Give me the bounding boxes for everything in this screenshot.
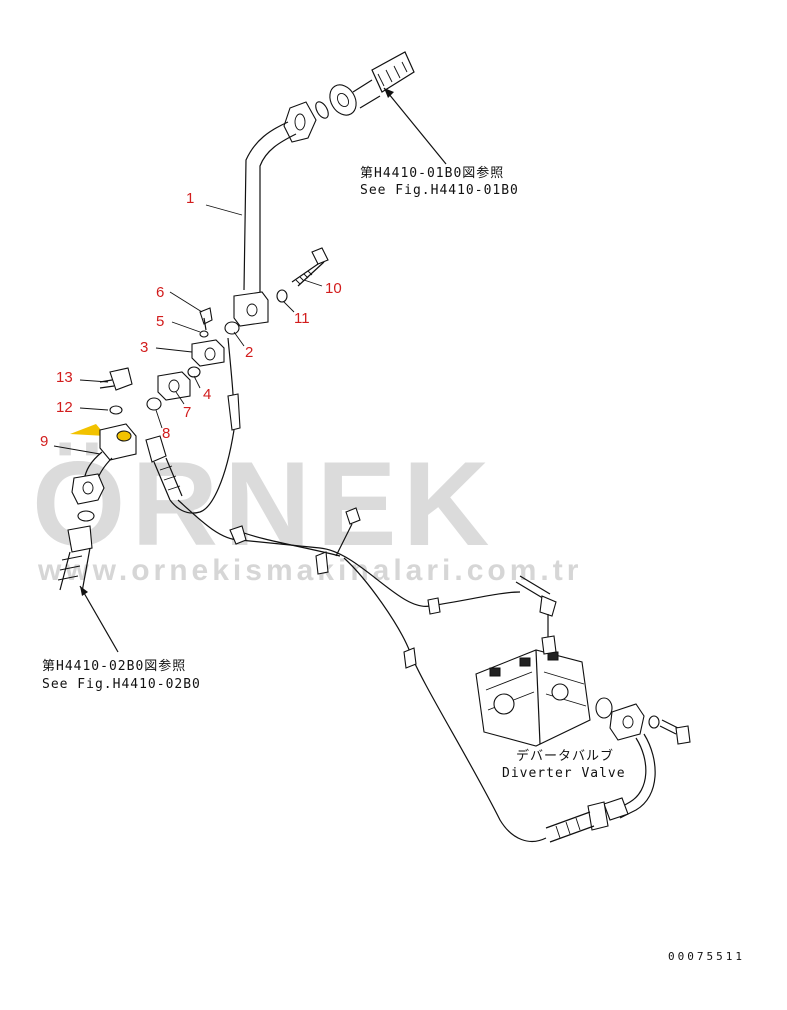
elbow-13 [99,367,133,391]
callout-12: 12 [56,399,73,416]
valve-tube [545,733,656,843]
ref-bottom-jp: 第H4410-02B0図参照 [42,658,186,674]
highlight-marker [70,424,106,436]
split-flange-3 [191,339,225,367]
oring-8 [146,397,162,411]
valve-oring [595,697,613,719]
leader-lines [53,87,447,653]
callout-9: 9 [40,433,48,450]
oring-4 [187,366,201,378]
valve-label-jp: デバータバルブ [516,748,614,764]
watermark-url: www.ornekismakinalari.com.tr [37,554,582,587]
valve-flange [609,703,645,741]
oring-12 [109,405,123,415]
drawing-number: 00075511 [668,950,745,963]
washer-11 [276,289,288,303]
split-flange-7 [157,371,191,401]
lower-hose [57,525,93,593]
callout-4: 4 [203,386,211,403]
block-9 [71,423,137,505]
oring-2 [224,321,240,335]
callout-10: 10 [325,280,342,297]
callout-13: 13 [56,369,73,386]
ref-top-jp: 第H4410-01B0図参照 [360,165,504,181]
valve-label-en: Diverter Valve [502,766,626,781]
washer-5 [199,330,209,338]
pilot-lines [169,337,557,842]
callout-11: 11 [294,310,310,327]
upper-hose [315,51,415,119]
ref-bottom-en: See Fig.H4410-02B0 [42,677,201,692]
pipe-1 [233,101,317,327]
valve-washer [648,715,660,729]
callout-1: 1 [186,190,194,207]
callout-2: 2 [245,344,253,361]
callout-5: 5 [156,313,164,330]
bolt-6 [199,307,213,331]
callout-3: 3 [140,339,148,356]
callout-7: 7 [183,404,191,421]
callout-8: 8 [162,425,170,442]
bolt-10 [291,247,329,287]
diverter-valve [475,635,591,747]
callout-6: 6 [156,284,164,301]
valve-bolt [659,719,691,745]
watermark-brand: ÖRNEK [32,437,495,571]
ref-top-en: See Fig.H4410-01B0 [360,183,519,198]
hose-fitting [145,435,183,501]
